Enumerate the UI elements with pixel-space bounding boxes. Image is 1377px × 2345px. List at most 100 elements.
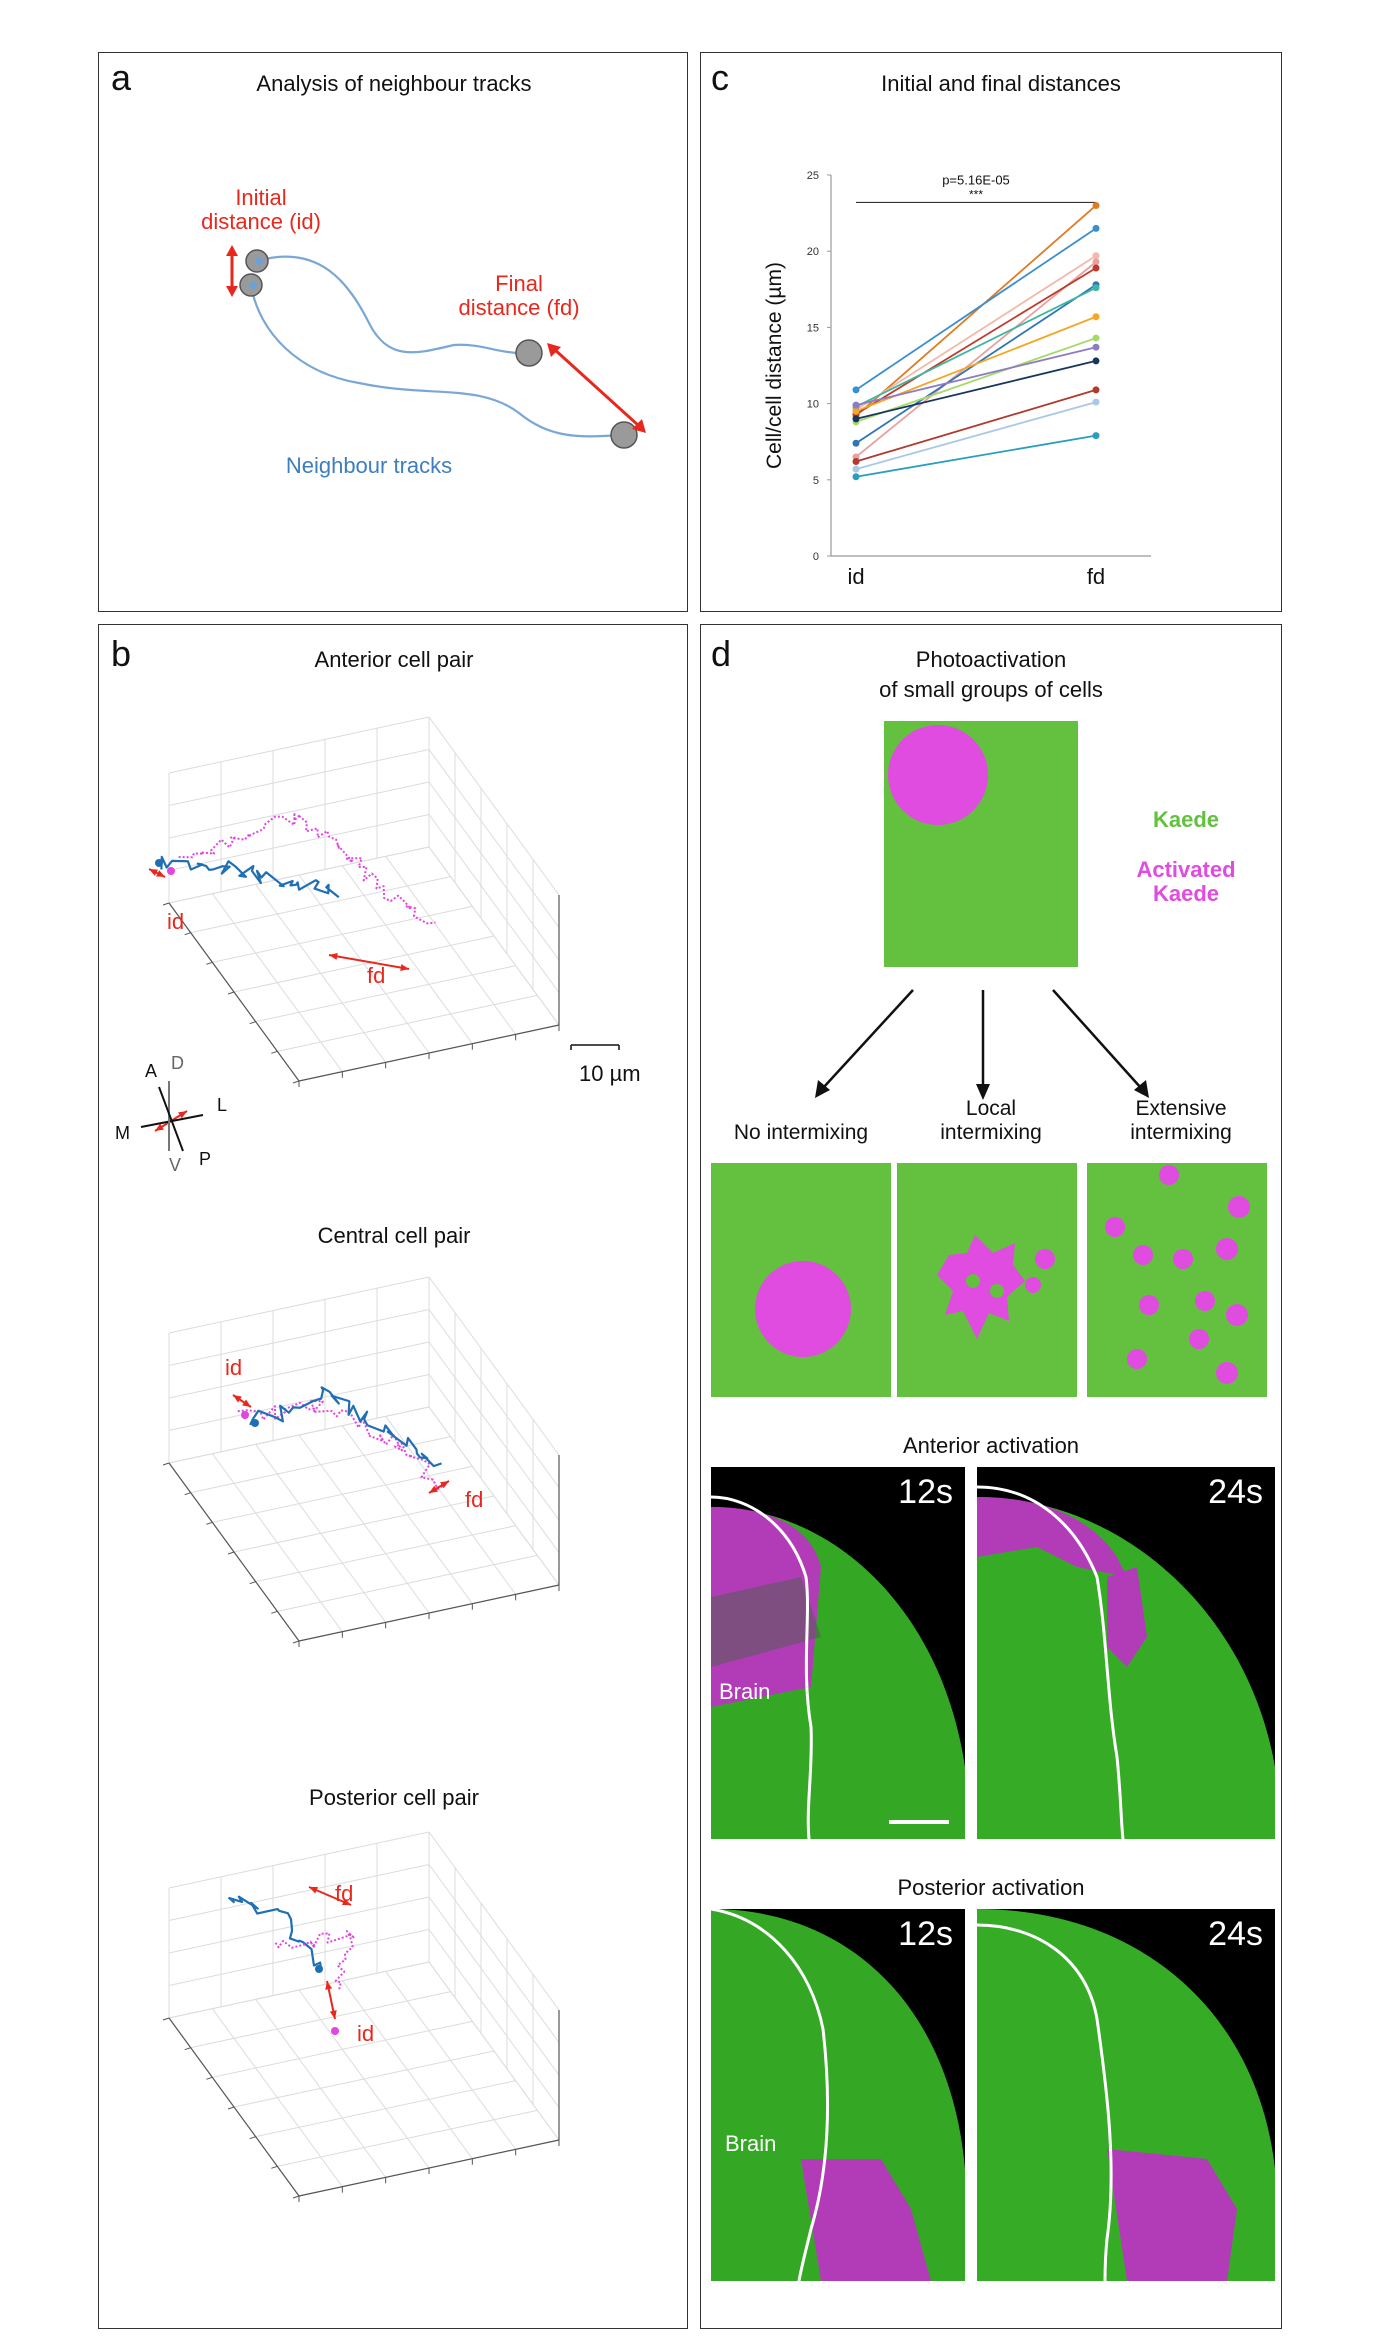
no-intermixing-label: No intermixing	[733, 1121, 869, 1144]
grid-line	[168, 1276, 430, 1334]
local-intermixing-schematic	[897, 1163, 1077, 1397]
activated-kaede-legend-2: Kaede	[1152, 881, 1220, 906]
kaede-legend: Kaede	[1152, 807, 1220, 832]
axis-tick	[249, 1021, 256, 1025]
data-point	[852, 458, 860, 466]
grid-line	[428, 1896, 560, 2076]
series-line	[855, 401, 1097, 470]
neighbour-tracks-diagram	[226, 245, 646, 449]
y-tick-label: 10	[807, 399, 819, 411]
posterior-end-dot-blue	[315, 1965, 323, 1973]
arrowhead-middle	[976, 1084, 990, 1100]
anterior-brain-label: Brain	[719, 1679, 771, 1704]
grid-line	[428, 1309, 560, 1488]
grid-line	[385, 1971, 517, 2150]
final-cell-lower	[610, 421, 638, 449]
axis-tick	[271, 1050, 278, 1054]
grid-line	[168, 1929, 430, 1986]
grid-line	[168, 1309, 430, 1366]
anterior-activation-title: Anterior activation	[902, 1433, 1080, 1458]
grid-line	[255, 1525, 516, 1583]
grid-line	[341, 1425, 473, 1604]
neighbour-track-lower	[249, 284, 620, 438]
data-point	[852, 439, 860, 447]
series-line	[855, 227, 1097, 391]
axis-tick	[292, 1080, 300, 1084]
grid-line	[428, 1831, 560, 2011]
anterior-fd-arrow	[328, 954, 410, 970]
anterior-track-magenta	[178, 811, 436, 925]
posterior-track-magenta	[274, 1930, 356, 1991]
p-value-label: p=5.16E-05	[942, 172, 1010, 187]
data-point	[1092, 313, 1100, 321]
grid-line	[233, 1495, 495, 1553]
series-line	[855, 389, 1097, 463]
data-point	[852, 386, 860, 394]
grid-line	[428, 1929, 560, 2108]
data-point	[1092, 201, 1100, 209]
series-line	[855, 261, 1097, 458]
grid-line	[385, 1416, 517, 1595]
panel-c-label: c	[711, 57, 729, 98]
data-point	[1092, 252, 1100, 260]
grid-line	[428, 716, 560, 896]
axis-tick	[249, 2136, 256, 2140]
initial-cell-top-dot	[255, 257, 263, 265]
data-point	[1092, 264, 1100, 272]
axis-tick	[227, 2106, 235, 2110]
central-id-arrow-head	[242, 1399, 251, 1407]
grid-line	[428, 1864, 560, 2043]
data-point	[852, 401, 860, 409]
final-distance-label-2: distance (fd)	[458, 295, 580, 320]
data-point	[1092, 343, 1100, 351]
axis-tick	[292, 2195, 300, 2199]
series-line	[855, 267, 1097, 416]
axis-tick	[271, 1610, 278, 1614]
axis-tick	[162, 1462, 170, 1466]
extensive-intermixing-label-1: Extensive	[1135, 1097, 1227, 1120]
axis-tick	[292, 1640, 300, 1644]
y-tick-label: 25	[807, 170, 819, 182]
data-point	[852, 407, 860, 415]
neighbour-tracks-label: Neighbour tracks	[285, 453, 453, 478]
arrowhead-left	[815, 1080, 830, 1098]
panel-c-title: Initial and final distances	[881, 71, 1121, 96]
axis-tick	[206, 1521, 213, 1525]
grid-line	[168, 1831, 430, 1889]
anterior-track-blue	[160, 855, 340, 899]
grid-line	[168, 749, 430, 806]
significance-stars: ***	[969, 187, 983, 201]
central-fd-arrow-head	[440, 1481, 449, 1489]
anterior-12s-image: 12s Brain	[711, 1467, 965, 1839]
central-fd-label: fd	[465, 1487, 484, 1512]
panel-d: d Photoactivation of small groups of cel…	[700, 624, 1282, 2329]
central-track-magenta	[237, 1399, 446, 1491]
arrowhead-right	[1134, 1080, 1149, 1098]
anterior-start-dot-blue	[155, 859, 163, 867]
series-line	[855, 337, 1097, 423]
central-id-label: id	[225, 1355, 243, 1380]
series-line	[855, 346, 1097, 406]
grid-line	[168, 716, 430, 774]
panel-a-title: Analysis of neighbour tracks	[256, 71, 532, 96]
data-point	[1092, 284, 1100, 292]
grid-line	[428, 1374, 560, 1553]
axis-label-d: D	[171, 1053, 184, 1073]
panel-b-label: b	[111, 633, 132, 674]
extensive-intermixing-label-2: intermixing	[1130, 1121, 1232, 1144]
scale-bar-label: 10 µm	[579, 1061, 641, 1086]
final-distance-label-1: Final	[495, 271, 543, 296]
axis-tick	[162, 2017, 170, 2021]
grid-line	[428, 781, 560, 961]
grid-line	[341, 1980, 473, 2159]
panel-d-label: d	[711, 633, 732, 674]
activated-kaede-legend-1: Activated	[1136, 857, 1236, 882]
data-point	[1092, 258, 1100, 266]
grid-line	[255, 965, 516, 1023]
posterior-activation-title: Posterior activation	[897, 1875, 1085, 1900]
fd-arrow	[552, 347, 641, 428]
local-intermixing-label-2: intermixing	[940, 1121, 1042, 1144]
grid-line	[428, 1341, 560, 1521]
grid-line	[277, 1554, 538, 1612]
